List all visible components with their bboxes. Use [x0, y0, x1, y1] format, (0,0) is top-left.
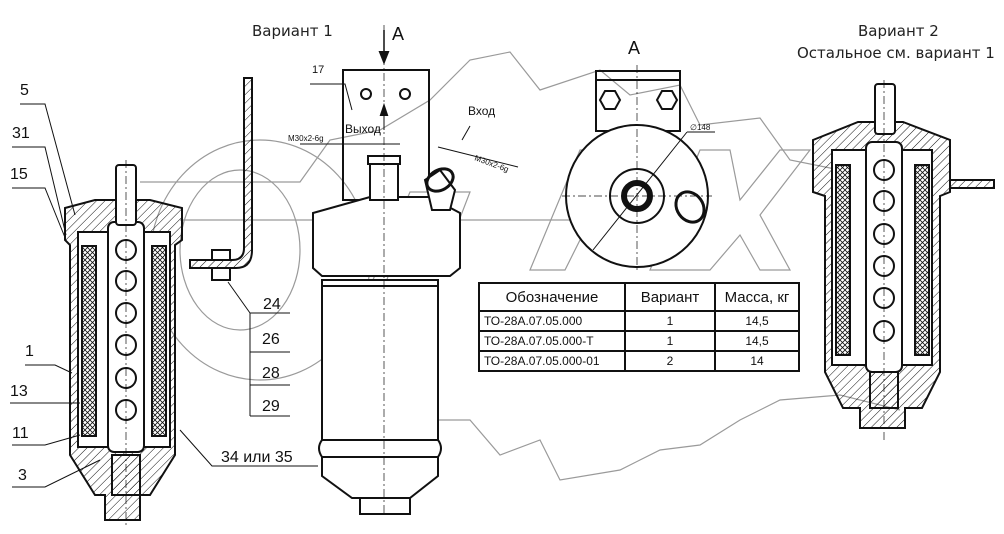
cell-variant: 1 — [624, 310, 716, 332]
thread-inlet-label: M30x2-6g — [473, 153, 510, 174]
cell-mass: 14 — [714, 350, 800, 372]
callout-24: 24 — [263, 296, 281, 313]
part-callouts-stack: 24 26 28 29 — [262, 296, 281, 415]
outlet-label: Выход — [345, 122, 381, 136]
variant2-note: Остальное см. вариант 1 — [797, 44, 995, 62]
leader-lines — [10, 83, 353, 488]
callout-13: 13 — [10, 383, 28, 400]
cell-variant: 2 — [624, 350, 716, 372]
header-variant: Вариант — [624, 282, 716, 312]
callout-3: 3 — [18, 467, 27, 484]
table-row: ТО-28А.07.05.000 1 14,5 — [478, 310, 800, 332]
view-a-title: А — [628, 38, 640, 58]
callout-17: 17 — [312, 64, 324, 76]
cell-mass: 14,5 — [714, 310, 800, 332]
callout-15: 15 — [10, 166, 28, 183]
cell-mass: 14,5 — [714, 330, 800, 352]
diameter-label: ∅148 — [690, 123, 711, 132]
spec-table: Обозначение Вариант Масса, кг ТО-28А.07.… — [478, 282, 800, 372]
inlet-label: Вход — [468, 104, 495, 118]
view-a — [562, 65, 715, 270]
callout-31: 31 — [12, 125, 30, 142]
variant2-title: Вариант 2 — [858, 22, 939, 40]
thread-outlet-label: M30x2-6g — [288, 134, 324, 143]
callout-26: 26 — [262, 331, 280, 348]
cell-designation: ТО-28А.07.05.000-01 — [478, 350, 626, 372]
cell-designation: ТО-28А.07.05.000-Т — [478, 330, 626, 352]
variant1-title: Вариант 1 — [252, 22, 333, 40]
callout-34-35: 34 или 35 — [221, 449, 293, 466]
callout-11: 11 — [12, 425, 29, 442]
header-designation: Обозначение — [478, 282, 626, 312]
callout-1: 1 — [25, 343, 34, 360]
callout-29: 29 — [262, 398, 280, 415]
view-a-arrow-label: А — [392, 24, 404, 44]
filter-external-view — [300, 25, 519, 515]
part-callouts-left: 5 31 15 1 13 11 3 — [10, 82, 34, 484]
filter-section-variant2 — [812, 80, 995, 440]
cell-designation: ТО-28А.07.05.000 — [478, 310, 626, 332]
filter-section-variant1 — [64, 77, 253, 525]
spec-table-header: Обозначение Вариант Масса, кг — [478, 282, 800, 312]
callout-28: 28 — [262, 365, 280, 382]
cell-variant: 1 — [624, 330, 716, 352]
callout-5: 5 — [20, 82, 29, 99]
table-row: ТО-28А.07.05.000-Т 1 14,5 — [478, 330, 800, 352]
table-row: ТО-28А.07.05.000-01 2 14 — [478, 350, 800, 372]
header-mass: Масса, кг — [714, 282, 800, 312]
